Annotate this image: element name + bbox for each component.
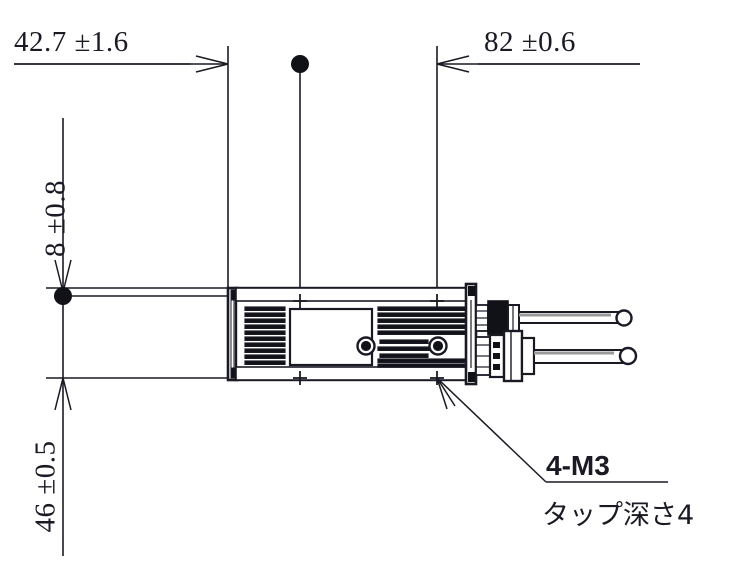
connector-lower-collar: [520, 336, 536, 376]
arrowhead-top-right: [436, 55, 470, 73]
top-dimension-lines: [14, 46, 640, 302]
leader-barb-1: [436, 377, 456, 407]
thread-cross-marks: [293, 294, 444, 385]
cable-upper-end-cap: [615, 309, 633, 327]
dimension-label-left-upper: 8 ±0.8: [39, 180, 72, 257]
cooling-fins-right-middle: [377, 339, 431, 359]
dimension-label-top-left: 42.7 ±1.6: [14, 26, 129, 58]
screw-left: [356, 336, 376, 356]
left-dimension-lines: [46, 118, 236, 556]
thread-mark-top-left: [293, 294, 307, 308]
callout-leader: [436, 377, 668, 483]
right-flange-corner-top: [468, 286, 475, 296]
nameplate: [288, 307, 374, 367]
connector-assembly-lower: [475, 329, 638, 383]
connector-assembly-upper: [475, 300, 633, 336]
datum-point-top: [291, 55, 309, 73]
leader-barb-2: [436, 377, 448, 410]
cooling-fins-left: [244, 306, 286, 366]
actuator-body: [226, 282, 478, 386]
callout-label-tap-depth: タップ深さ4: [542, 500, 695, 531]
dimension-label-left-lower: 46 ±0.5: [29, 440, 62, 533]
thread-mark-bottom-left: [293, 371, 307, 385]
arrowhead-left-lower: [54, 377, 72, 411]
leader-line-main: [436, 377, 547, 483]
dimension-label-top-right: 82 ±0.6: [484, 26, 576, 58]
callout-label-thread: 4-M3: [546, 450, 610, 481]
arrowhead-top-left: [195, 55, 229, 73]
right-flange-corner-bottom: [468, 372, 475, 382]
thread-mark-top-right: [430, 294, 444, 308]
left-end-cap-inner: [230, 295, 235, 373]
connector-lower-nut: [502, 329, 524, 383]
cable-lower-end-cap: [618, 346, 638, 366]
arrowhead-left-upper: [54, 259, 72, 293]
datum-point-left: [54, 287, 72, 305]
screw-right: [428, 336, 448, 356]
